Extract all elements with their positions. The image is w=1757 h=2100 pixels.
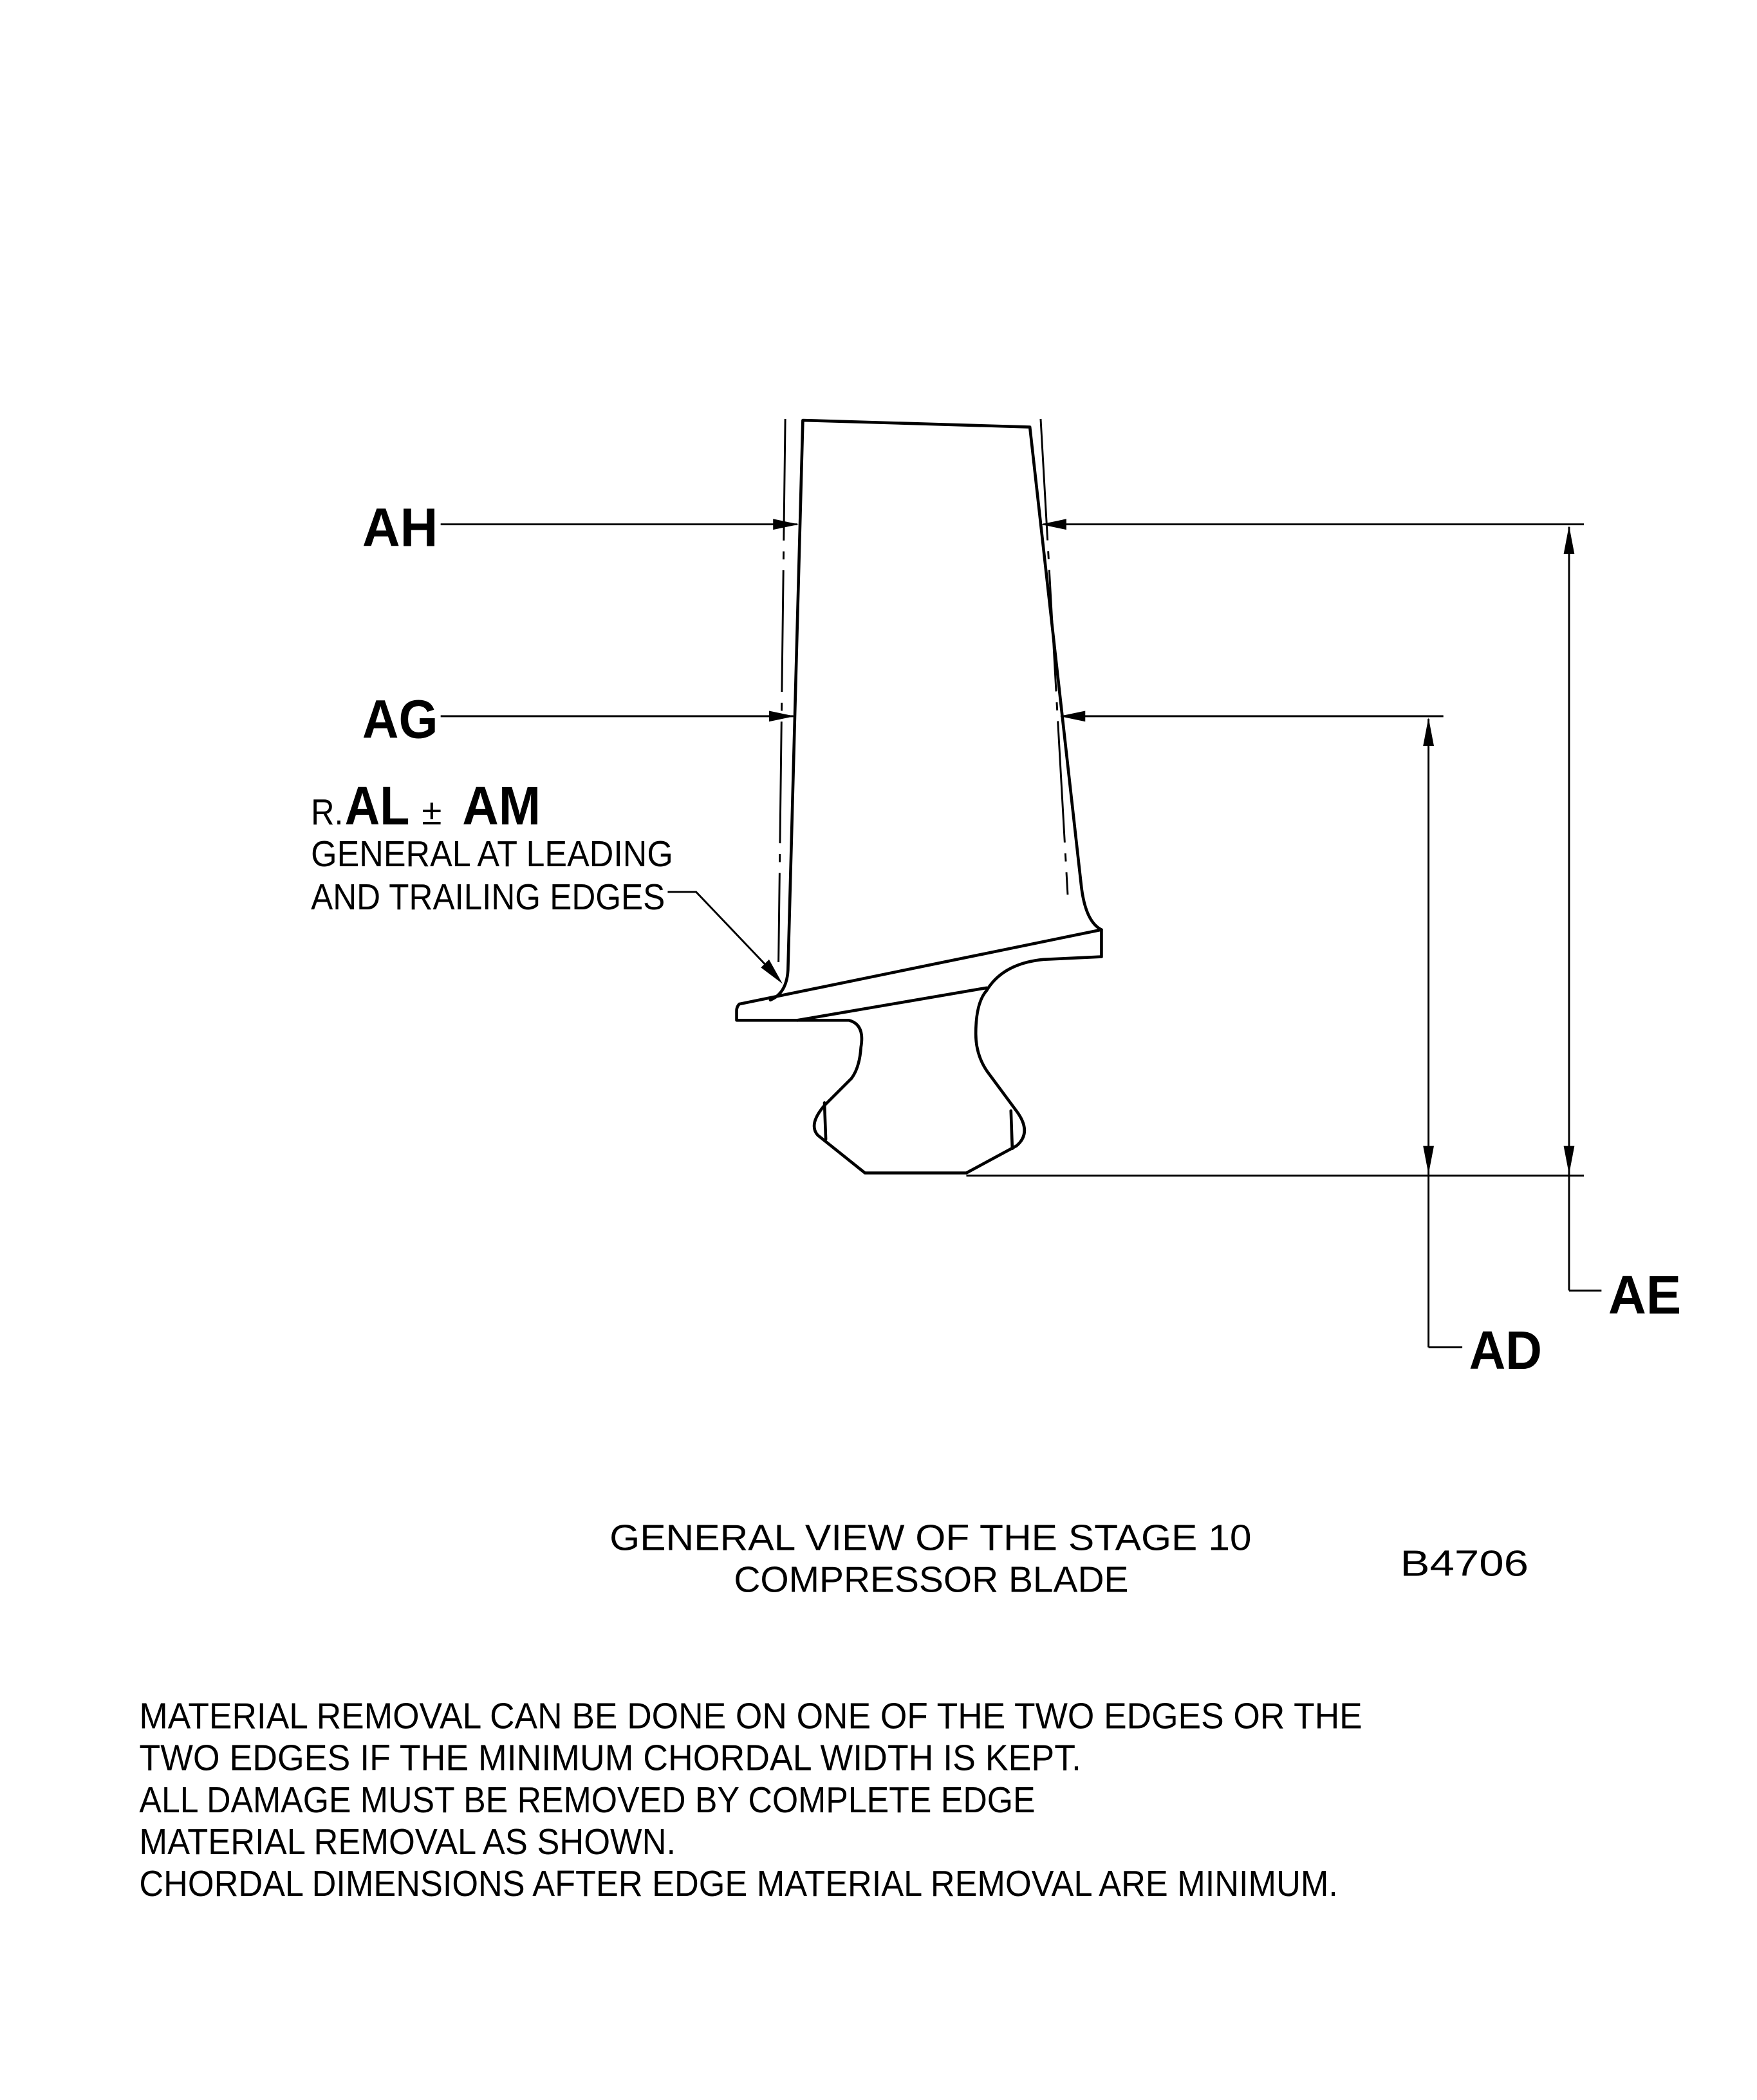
radius-value: AL: [345, 776, 410, 836]
note-line: CHORDAL DIMENSIONS AFTER EDGE MATERIAL R…: [139, 1864, 1337, 1904]
label-ah: AH: [362, 497, 438, 557]
leading-edge-removal-line: [777, 418, 786, 963]
radius-leader: [667, 891, 779, 980]
arrow-icon: [1423, 1146, 1434, 1175]
arrow-icon: [1563, 1146, 1575, 1175]
arrow-icon: [1059, 711, 1086, 722]
radius-note-line: GENERAL AT LEADING: [311, 834, 673, 875]
notes: MATERIAL REMOVAL CAN BE DONE ON ONE OF T…: [139, 1696, 1362, 1904]
label-ae: AE: [1608, 1265, 1681, 1325]
arrow-icon: [773, 519, 799, 530]
root-line-right: [1009, 1109, 1014, 1151]
airfoil-outline: [768, 418, 1103, 1002]
figure-caption: GENERAL VIEW OF THE STAGE 10: [609, 1518, 1251, 1558]
figure-id: B4706: [1400, 1543, 1529, 1584]
label-ag: AG: [362, 689, 438, 749]
root-line-left: [823, 1101, 828, 1141]
arrow-icon: [1423, 717, 1434, 747]
platform-outline: [735, 928, 1103, 1080]
platform-lower-line: [795, 986, 989, 1022]
note-line: MATERIAL REMOVAL CAN BE DONE ON ONE OF T…: [139, 1696, 1362, 1737]
figure-caption: COMPRESSOR BLADE: [734, 1559, 1128, 1600]
radius-prefix: R.: [311, 792, 343, 833]
arrow-icon: [1563, 525, 1575, 554]
note-line: MATERIAL REMOVAL AS SHOWN.: [139, 1822, 676, 1863]
trailing-edge-removal-line: [1039, 418, 1069, 895]
plus-minus-sign: ±: [422, 792, 442, 833]
compressor-blade: [735, 418, 1103, 1175]
label-ad: AD: [1469, 1320, 1542, 1380]
arrow-icon: [761, 959, 783, 984]
radius-tolerance: AM: [462, 776, 541, 836]
shank-outline: [812, 989, 1026, 1175]
arrow-icon: [768, 711, 795, 722]
note-line: ALL DAMAGE MUST BE REMOVED BY COMPLETE E…: [139, 1780, 1035, 1821]
arrow-icon: [1040, 519, 1066, 530]
note-line: TWO EDGES IF THE MINIMUM CHORDAL WIDTH I…: [139, 1738, 1081, 1779]
radius-note-line: AND TRAILING EDGES: [311, 877, 665, 918]
